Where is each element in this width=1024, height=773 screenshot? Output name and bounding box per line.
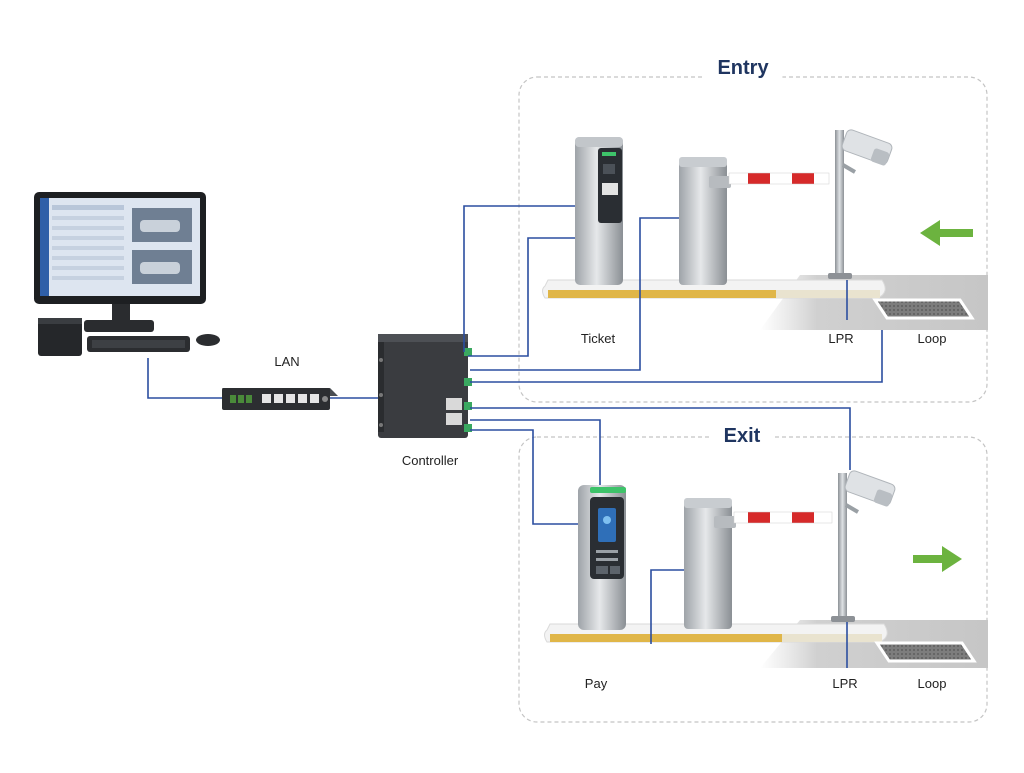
exit-zone-frame [518, 436, 988, 723]
controller-box-icon [378, 334, 472, 438]
entry-ticket-label: Ticket [580, 331, 616, 346]
desktop-computer-icon [34, 192, 220, 356]
entry-zone-frame [518, 76, 988, 403]
exit-loop-label: Loop [917, 676, 947, 691]
exit-platform [544, 623, 888, 643]
entry-direction-arrow-icon [920, 220, 973, 246]
payment-terminal-icon [578, 485, 626, 630]
lan-label: LAN [274, 354, 300, 369]
barrier-gate-icon [684, 498, 833, 629]
controller-label: Controller [401, 453, 459, 468]
entry-wiring [463, 205, 883, 383]
ticket-dispenser-icon [575, 137, 623, 285]
network-switch-icon [222, 388, 338, 410]
barrier-gate-icon [679, 157, 830, 285]
entry-loop-label: Loop [917, 331, 947, 346]
exit-lpr-label: LPR [832, 676, 858, 691]
vehicle-loop-icon [872, 298, 975, 320]
exit-zone-title: Exit [709, 425, 775, 448]
lpr-camera-icon [831, 470, 896, 622]
exit-wiring [470, 407, 851, 668]
entry-zone-title: Entry [703, 57, 783, 80]
entry-platform [542, 279, 886, 299]
vehicle-loop-icon [874, 641, 977, 663]
exit-pay-label: Pay [584, 676, 608, 691]
entry-lpr-label: LPR [828, 331, 854, 346]
lan-cable [147, 358, 378, 399]
lpr-camera-icon [828, 129, 893, 279]
exit-direction-arrow-icon [913, 546, 962, 572]
